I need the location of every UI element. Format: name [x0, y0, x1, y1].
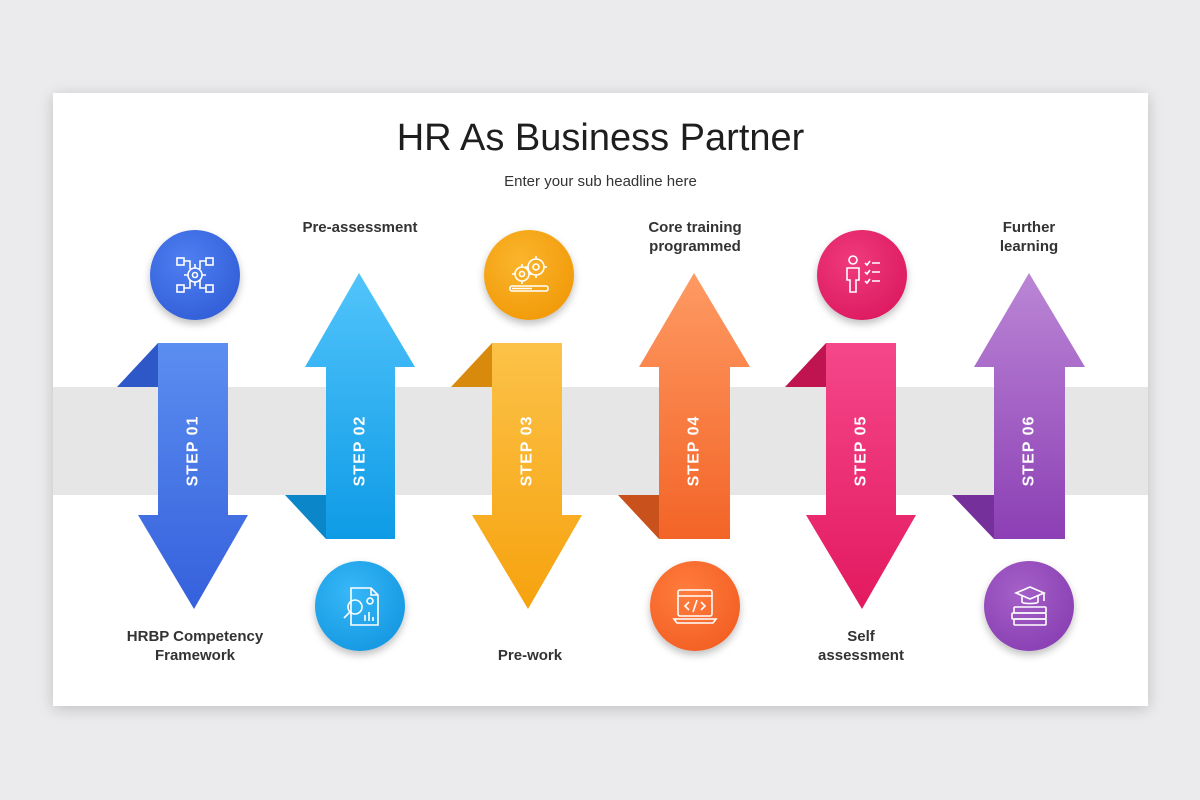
step-06-label: STEP 06 — [1020, 415, 1037, 487]
step-03-arrow — [451, 343, 582, 609]
step-02-caption: Pre-assessment — [302, 219, 418, 236]
gears-progress-icon — [484, 230, 574, 320]
step-01-label: STEP 01 — [184, 415, 201, 487]
step-03-caption: Pre-work — [497, 647, 563, 664]
arrows-diagram — [117, 273, 1085, 609]
slide-title: HR As Business Partner — [396, 117, 805, 159]
network-gear-icon — [150, 230, 240, 320]
step-02-label: STEP 02 — [351, 415, 368, 487]
step-05-arrow — [785, 343, 916, 609]
slide: HR As Business Partner Enter your sub he… — [53, 93, 1148, 706]
graduation-books-icon — [984, 561, 1074, 651]
gray-band — [53, 387, 1148, 495]
step-04-arrow — [618, 273, 750, 539]
step-06-arrow — [952, 273, 1085, 539]
step-01-arrow — [117, 343, 248, 609]
step-04-label: STEP 04 — [685, 415, 702, 487]
step-03-label: STEP 03 — [518, 415, 535, 487]
code-window-icon — [650, 561, 740, 651]
step-05-label: STEP 05 — [852, 415, 869, 487]
person-checklist-icon — [817, 230, 907, 320]
slide-subtitle: Enter your sub headline here — [504, 173, 697, 190]
step-02-arrow — [285, 273, 415, 539]
document-search-icon — [315, 561, 405, 651]
